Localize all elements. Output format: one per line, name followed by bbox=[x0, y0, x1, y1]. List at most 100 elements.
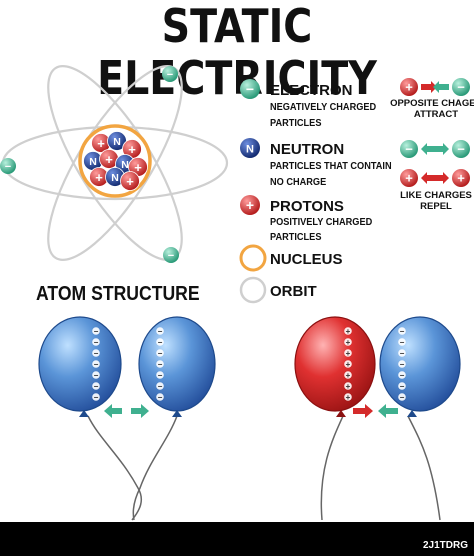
electron-icon: − bbox=[162, 66, 178, 82]
orbit-label: ORBIT bbox=[270, 283, 317, 300]
balloons-attract: + + + + + + + − − − − − − − bbox=[294, 316, 461, 521]
svg-text:+: + bbox=[126, 174, 134, 189]
neutron-heading: NEUTRON bbox=[270, 141, 345, 158]
svg-text:−: − bbox=[158, 360, 163, 369]
proton-charge-mark: + bbox=[344, 349, 352, 358]
neutron-desc-line-1: PARTICLES THAT CONTAIN bbox=[270, 161, 392, 172]
proton-charge-mark: + bbox=[344, 382, 352, 391]
electron-charge-mark: − bbox=[156, 393, 164, 402]
proton-icon: + bbox=[452, 169, 470, 187]
electron-icon: − bbox=[452, 140, 470, 158]
electron-charge-mark: − bbox=[92, 360, 100, 369]
electron-charge-mark: − bbox=[156, 371, 164, 380]
like-charges-caption: LIKE CHARGES REPEL bbox=[400, 190, 472, 212]
balloon-string bbox=[320, 415, 344, 521]
blue-balloon: − − − − − − − bbox=[38, 316, 122, 417]
electron-charge-mark: − bbox=[92, 327, 100, 336]
svg-text:−: − bbox=[94, 382, 99, 391]
electron-charge-mark: − bbox=[398, 371, 406, 380]
electron-icon: − bbox=[400, 140, 418, 158]
proton-charge-mark: + bbox=[344, 327, 352, 336]
attract-arrows-icon bbox=[421, 81, 449, 93]
proton-icon: + bbox=[400, 78, 418, 96]
atom-diagram: +N+N+N++N+ − − − bbox=[0, 65, 229, 263]
orbit-electrons: − − − bbox=[0, 66, 179, 263]
svg-text:+: + bbox=[346, 371, 351, 380]
svg-text:+: + bbox=[346, 338, 351, 347]
electron-charge-mark: − bbox=[92, 382, 100, 391]
svg-text:+: + bbox=[346, 360, 351, 369]
svg-text:−: − bbox=[158, 393, 163, 402]
svg-text:−: − bbox=[158, 349, 163, 358]
svg-text:+: + bbox=[457, 171, 465, 186]
proton-charge-mark: + bbox=[344, 393, 352, 402]
svg-text:N: N bbox=[89, 156, 97, 168]
svg-text:−: − bbox=[94, 327, 99, 336]
svg-text:+: + bbox=[105, 152, 113, 167]
svg-text:+: + bbox=[95, 170, 103, 185]
balloon-string bbox=[407, 415, 441, 521]
electron-charge-mark: − bbox=[398, 393, 406, 402]
svg-text:+: + bbox=[346, 393, 351, 402]
svg-text:+: + bbox=[346, 382, 351, 391]
neutron-icon: N bbox=[107, 131, 127, 151]
electron-desc-line-1: NEGATIVELY CHARGED bbox=[270, 102, 377, 113]
svg-text:+: + bbox=[97, 136, 105, 151]
page-title: STATIC ELECTRICITY bbox=[97, 0, 377, 105]
svg-text:−: − bbox=[94, 338, 99, 347]
opposite-charges-diagram: + − bbox=[400, 78, 470, 96]
electron-charge-mark: − bbox=[398, 327, 406, 336]
electron-charge-mark: − bbox=[156, 349, 164, 358]
proton-icon: + bbox=[240, 195, 260, 215]
watermark-id: 2J1TDRG bbox=[422, 540, 468, 551]
electron-charge-mark: − bbox=[156, 360, 164, 369]
svg-text:−: − bbox=[5, 161, 11, 173]
svg-text:−: − bbox=[400, 327, 405, 336]
like-charges-diagram: − − + + bbox=[400, 140, 470, 187]
svg-text:−: − bbox=[167, 69, 173, 81]
electron-charge-mark: − bbox=[92, 349, 100, 358]
svg-text:+: + bbox=[346, 327, 351, 336]
svg-text:−: − bbox=[405, 142, 413, 157]
watermark-bar bbox=[0, 522, 474, 556]
svg-text:+: + bbox=[346, 349, 351, 358]
svg-text:−: − bbox=[94, 349, 99, 358]
svg-text:−: − bbox=[94, 360, 99, 369]
proton-charge-mark: + bbox=[344, 371, 352, 380]
neutron-desc-line-2: NO CHARGE bbox=[270, 177, 327, 188]
repel-arrows-icon bbox=[421, 143, 449, 155]
svg-text:−: − bbox=[400, 349, 405, 358]
nucleus-label: NUCLEUS bbox=[270, 251, 343, 268]
svg-text:+: + bbox=[134, 160, 142, 175]
electron-charge-mark: − bbox=[156, 382, 164, 391]
balloon-string bbox=[87, 415, 143, 521]
svg-text:−: − bbox=[246, 81, 254, 97]
svg-text:−: − bbox=[400, 360, 405, 369]
electron-charge-mark: − bbox=[398, 349, 406, 358]
neutron-icon: N bbox=[240, 138, 260, 158]
electron-charge-mark: − bbox=[398, 360, 406, 369]
proton-icon: + bbox=[91, 133, 111, 153]
atom-structure-label: ATOM STRUCTURE bbox=[36, 283, 200, 305]
svg-text:−: − bbox=[94, 371, 99, 380]
svg-text:N: N bbox=[111, 172, 119, 184]
svg-text:−: − bbox=[400, 382, 405, 391]
svg-text:+: + bbox=[405, 80, 413, 95]
svg-text:−: − bbox=[158, 327, 163, 336]
electron-icon: − bbox=[240, 79, 260, 99]
svg-text:−: − bbox=[94, 393, 99, 402]
electron-heading: ELECTRON bbox=[270, 82, 353, 99]
proton-icon: + bbox=[120, 171, 140, 191]
electron-icon: − bbox=[0, 158, 16, 174]
electron-desc-line-2: PARTICLES bbox=[270, 118, 322, 129]
protons-desc-line-2: PARTICLES bbox=[270, 232, 322, 243]
electron-charge-mark: − bbox=[398, 338, 406, 347]
svg-text:N: N bbox=[113, 136, 121, 148]
blue-balloon: − − − − − − − bbox=[138, 316, 216, 417]
protons-heading: PROTONS bbox=[270, 198, 344, 215]
electron-charge-mark: − bbox=[156, 338, 164, 347]
blue-balloons-repel: − − − − − − − − − − − − − − bbox=[38, 316, 216, 521]
legend-icons: − N + bbox=[239, 79, 267, 304]
